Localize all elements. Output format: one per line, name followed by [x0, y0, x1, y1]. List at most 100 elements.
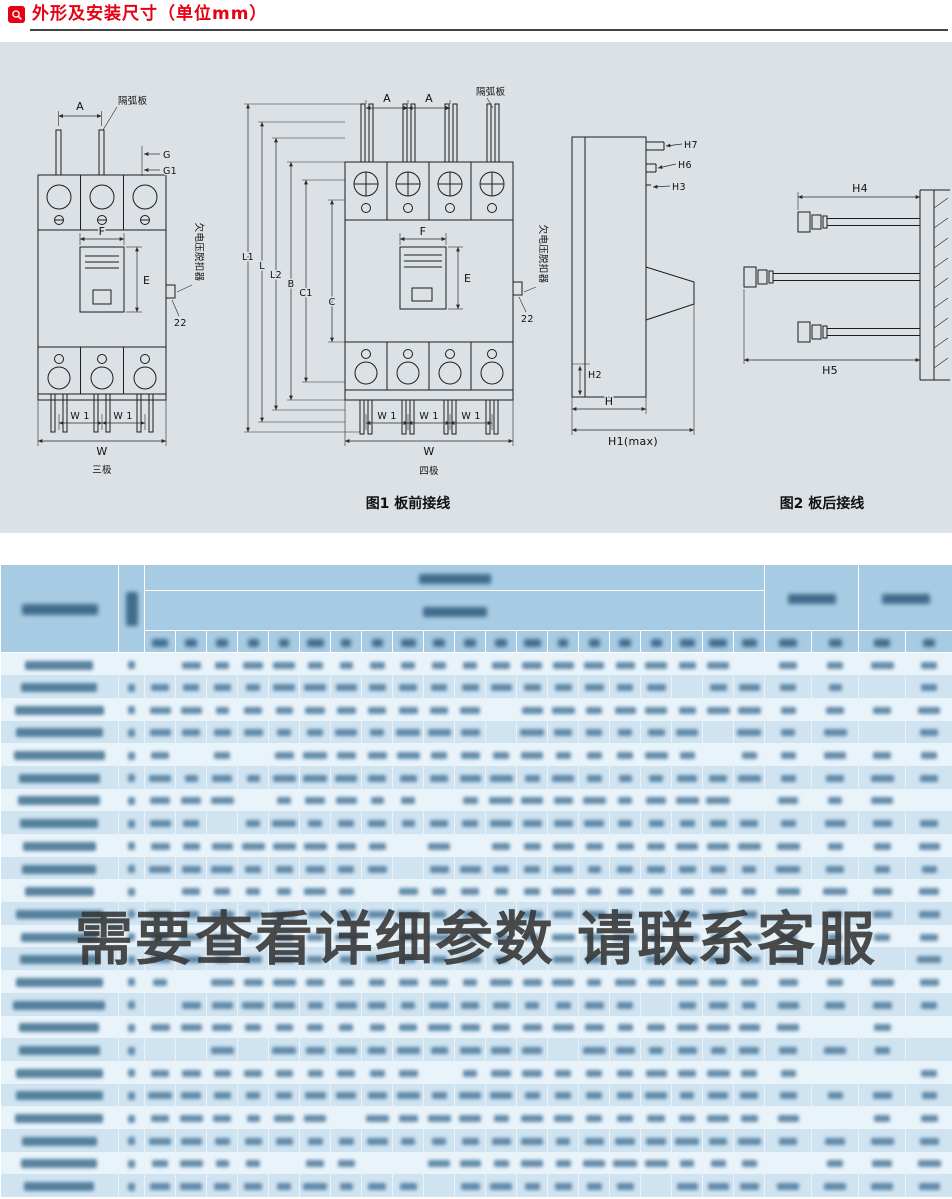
table-cell: [702, 1151, 734, 1175]
table-cell: [702, 743, 734, 766]
dim-label-w1: W 1: [461, 411, 480, 422]
table-cell: [733, 675, 766, 698]
table-cell: [702, 788, 734, 812]
table-cell: [811, 924, 860, 948]
table-cell: [733, 902, 766, 925]
table-body: [0, 652, 952, 1197]
table-cell: [764, 1015, 813, 1039]
table-header-cell: [268, 630, 300, 653]
table-cell: [547, 1060, 579, 1084]
dim-label-h2: H2: [588, 370, 602, 381]
table-cell: [0, 902, 119, 925]
table-cell: [609, 1060, 641, 1084]
dim-label-h1max: H1(max): [608, 435, 658, 448]
table-cell: [0, 743, 119, 766]
table-row: [0, 992, 952, 1016]
table-cell: [702, 992, 734, 1016]
table-cell: [144, 1106, 176, 1129]
table-cell: [640, 1106, 672, 1129]
table-cell: [144, 924, 176, 948]
table-cell: [361, 1128, 393, 1152]
table-cell: [454, 1083, 486, 1107]
table-cell: [485, 1083, 517, 1107]
table-header-cell: [454, 630, 486, 653]
table-cell: [671, 743, 703, 766]
table-cell: [811, 697, 860, 721]
table-cell: [516, 879, 548, 903]
table-cell: [268, 1015, 300, 1039]
table-cell: [144, 1174, 176, 1197]
table-cell: [578, 720, 610, 744]
table-cell: [268, 697, 300, 721]
table-cell: [858, 720, 907, 744]
figure1-three-pole-drawing: A 隔弧板 G G1 F E 22 欠电压脱扣器: [37, 94, 207, 478]
table-header-cell: [423, 630, 455, 653]
table-cell: [485, 720, 517, 744]
table-cell: [485, 697, 517, 721]
table-cell: [905, 1174, 952, 1197]
table-cell: [733, 1083, 766, 1107]
table-cell: [578, 743, 610, 766]
table-cell: [547, 879, 579, 903]
table-cell: [702, 1038, 734, 1061]
table-cell: [671, 1015, 703, 1039]
table-cell: [640, 675, 672, 698]
table-cell: [485, 879, 517, 903]
table-cell: [392, 1083, 424, 1107]
table-cell: [237, 879, 269, 903]
table-cell: [237, 970, 269, 993]
table-cell: [330, 675, 362, 698]
table-row: [0, 811, 952, 834]
table-cell: [578, 788, 610, 812]
dim-label-h6: H6: [678, 160, 692, 171]
table-cell: [547, 902, 579, 925]
table-cell: [454, 856, 486, 880]
table-cell: [0, 1083, 119, 1107]
table-cell: [330, 1106, 362, 1129]
dim-label-w: W: [96, 445, 107, 458]
table-cell: [237, 924, 269, 948]
table-cell: [392, 697, 424, 721]
table-cell: [609, 947, 641, 971]
table-cell: [547, 743, 579, 766]
table-cell: [361, 924, 393, 948]
table-cell: [361, 1060, 393, 1084]
table-cell: [330, 1083, 362, 1107]
table-cell: [330, 879, 362, 903]
table-row: [0, 697, 952, 721]
table-cell: [811, 720, 860, 744]
table-cell: [423, 765, 455, 789]
table-cell: [764, 675, 813, 698]
table-cell: [733, 856, 766, 880]
table-cell: [330, 811, 362, 834]
table-cell: [118, 902, 145, 925]
table-cell: [237, 1151, 269, 1175]
table-cell: [299, 743, 331, 766]
table-cell: [454, 1060, 486, 1084]
spec-table: [0, 564, 952, 1197]
table-cell: [144, 720, 176, 744]
table-cell: [423, 1151, 455, 1175]
table-cell: [237, 834, 269, 857]
figure1-four-pole-drawing: L1 L L2 B C1 C: [241, 85, 551, 513]
table-cell: [485, 811, 517, 834]
table-cell: [144, 675, 176, 698]
table-cell: [206, 856, 238, 880]
table-cell: [640, 924, 672, 948]
table-cell: [392, 1174, 424, 1197]
table-cell: [392, 1015, 424, 1039]
table-cell: [640, 1038, 672, 1061]
table-cell: [702, 834, 734, 857]
undervoltage-release-label: 欠电压脱扣器: [193, 223, 205, 282]
table-cell: [144, 765, 176, 789]
table-cell: [330, 1151, 362, 1175]
table-cell: [0, 856, 119, 880]
table-cell: [764, 924, 813, 948]
dim-label-b: B: [288, 279, 295, 290]
table-cell: [268, 675, 300, 698]
table-cell: [764, 720, 813, 744]
table-row: [0, 1015, 952, 1039]
table-cell: [905, 743, 952, 766]
table-cell: [330, 1128, 362, 1152]
table-cell: [237, 992, 269, 1016]
